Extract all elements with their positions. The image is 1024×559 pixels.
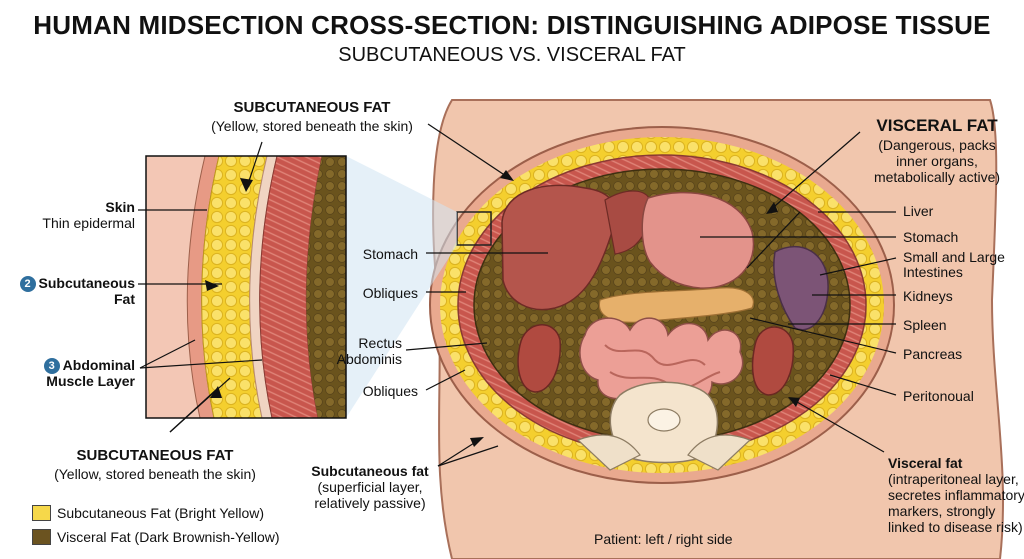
label-spleen: Spleen (903, 317, 947, 333)
label-abdominis: Abdominis (336, 351, 402, 367)
spleen (773, 246, 829, 331)
visceral-top-heading: VISCERAL FAT (876, 116, 998, 135)
visceral-bottom-heading: Visceral fat (888, 455, 963, 471)
badge-3: 3 (43, 358, 60, 374)
badge-2: 2 (19, 276, 36, 292)
page-subtitle: SUBCUTANEOUS VS. VISCERAL FAT (338, 44, 686, 66)
label-intestines: Intestines (903, 264, 963, 280)
inset-top-heading: SUBCUTANEOUS FAT (233, 99, 391, 116)
subq-bottom-note-2: relatively passive) (314, 495, 426, 511)
visceral-bottom-note-1: (intraperitoneal layer, (888, 471, 1019, 487)
legend-item-visceral: Visceral Fat (Dark Brownish-Yellow) (32, 529, 280, 545)
muscle-label-2: Muscle Layer (46, 373, 135, 389)
legend: Subcutaneous Fat (Bright Yellow) Viscera… (32, 505, 280, 545)
visceral-top-note-3: metabolically active) (873, 169, 1001, 185)
skin-note: Thin epidermal (42, 215, 135, 231)
legend-item-subcutaneous: Subcutaneous Fat (Bright Yellow) (32, 505, 280, 521)
label-stomach-mid: Stomach (362, 246, 418, 262)
stomach (641, 191, 755, 289)
label-obliques-top: Obliques (362, 285, 418, 301)
visceral-top-note-2: inner organs, (896, 153, 978, 169)
label-rectus: Rectus (358, 335, 402, 351)
visceral-bottom-note-3: markers, strongly (888, 503, 996, 519)
pancreas (598, 287, 754, 323)
label-liver: Liver (903, 203, 934, 219)
kidney-left (517, 324, 561, 393)
visceral-top-note-1: (Dangerous, packs (878, 137, 996, 153)
subcutaneous-label-2: Fat (114, 291, 135, 307)
inset-bottom-note: (Yellow, stored beneath the skin) (54, 466, 256, 482)
label-peritoneal: Peritonoual (903, 388, 974, 404)
visceral-bottom-note-4: linked to disease risk) (888, 519, 1023, 535)
label-small-large: Small and Large (903, 249, 1005, 265)
visceral-bottom-note-2: secretes inflammatory (888, 487, 1024, 503)
label-kidneys: Kidneys (903, 288, 953, 304)
label-pancreas: Pancreas (903, 346, 963, 362)
legend-swatch-visceral (32, 529, 51, 545)
subq-bottom-note-1: (superficial layer, (317, 479, 423, 495)
legend-swatch-subcutaneous (32, 505, 51, 521)
label-obliques-bottom: Obliques (362, 383, 418, 399)
label-stomach: Stomach (903, 229, 959, 245)
subq-bottom-heading: Subcutaneous fat (311, 463, 429, 479)
patient-side-note: Patient: left / right side (594, 531, 733, 547)
skin-label: Skin (105, 199, 135, 215)
kidney-right (751, 326, 794, 396)
page-title: HUMAN MIDSECTION CROSS-SECTION: DISTINGU… (33, 10, 991, 40)
inset-top-note: (Yellow, stored beneath the skin) (211, 118, 413, 134)
inset-bottom-heading: SUBCUTANEOUS FAT (76, 447, 234, 464)
inset-frame (145, 155, 347, 419)
